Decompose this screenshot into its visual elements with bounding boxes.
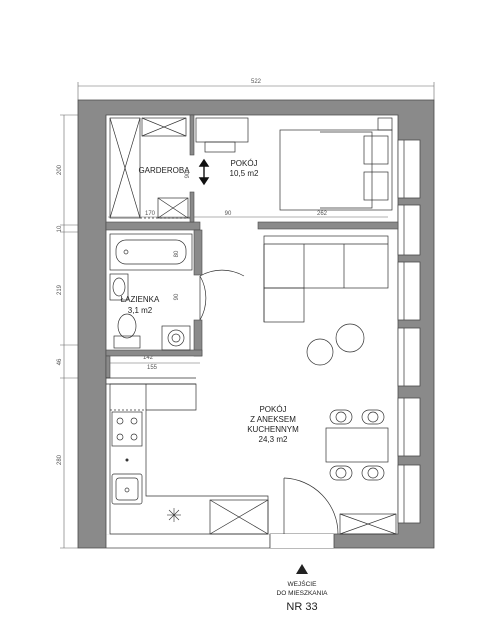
exterior-wall-fix xyxy=(106,534,335,548)
dim-left-46: 46 xyxy=(57,358,63,365)
dimension-lines xyxy=(60,82,435,549)
entrance-label-2: DO MIESZKANIA xyxy=(277,590,329,597)
entrance-door xyxy=(283,477,339,535)
dim-pokoj-width: 262 xyxy=(317,211,328,217)
room-area-salon: 24,3 m2 xyxy=(259,435,288,444)
entrance-label-1: WEJŚCIE xyxy=(288,579,318,588)
dim-garderoba-width: 170 xyxy=(145,211,156,217)
dim-left-10: 10 xyxy=(57,225,63,232)
dim-bath-90: 90 xyxy=(174,293,180,300)
door-arrow-icon xyxy=(198,158,210,186)
bathroom-door xyxy=(199,269,245,321)
dim-tub-80: 80 xyxy=(174,250,180,257)
dim-overall-width: 522 xyxy=(251,79,262,85)
dim-left-219: 219 xyxy=(57,284,63,295)
interior-walls xyxy=(105,114,399,379)
room-label-garderoba: GARDEROBA xyxy=(138,166,190,175)
entrance-marker: WEJŚCIE DO MIESZKANIA NR 33 xyxy=(277,564,329,613)
bedroom-furniture xyxy=(195,117,393,211)
bathroom-fixtures xyxy=(109,233,193,351)
dim-lazienka-width-1: 142 xyxy=(143,355,154,361)
room-label-lazienka: ŁAZIENKA xyxy=(121,295,160,304)
faucet-icon xyxy=(125,458,129,462)
dim-door-90: 90 xyxy=(185,171,191,178)
wardrobe-units xyxy=(109,117,190,219)
snowflake-icon xyxy=(167,508,181,522)
triangle-up-icon xyxy=(296,564,308,574)
interior-lines xyxy=(106,377,196,385)
room-label-salon-1: POKÓJ xyxy=(259,405,286,414)
room-label-pokoj: POKÓJ xyxy=(230,159,257,168)
room-label-salon-2: Z ANEKSEM xyxy=(250,415,296,424)
kitchen-units xyxy=(109,383,269,535)
dim-lazienka-width-2: 155 xyxy=(147,365,158,371)
dim-left-200: 200 xyxy=(57,164,63,175)
apartment-number: NR 33 xyxy=(286,601,317,613)
room-area-pokoj: 10,5 m2 xyxy=(230,169,259,178)
room-label-salon-3: KUCHENNYM xyxy=(247,425,299,434)
living-furniture xyxy=(263,235,397,535)
windows xyxy=(397,139,421,524)
dim-left-280: 280 xyxy=(57,454,63,465)
dim-passage-width: 90 xyxy=(225,211,232,217)
room-area-lazienka: 3,1 m2 xyxy=(128,306,153,315)
